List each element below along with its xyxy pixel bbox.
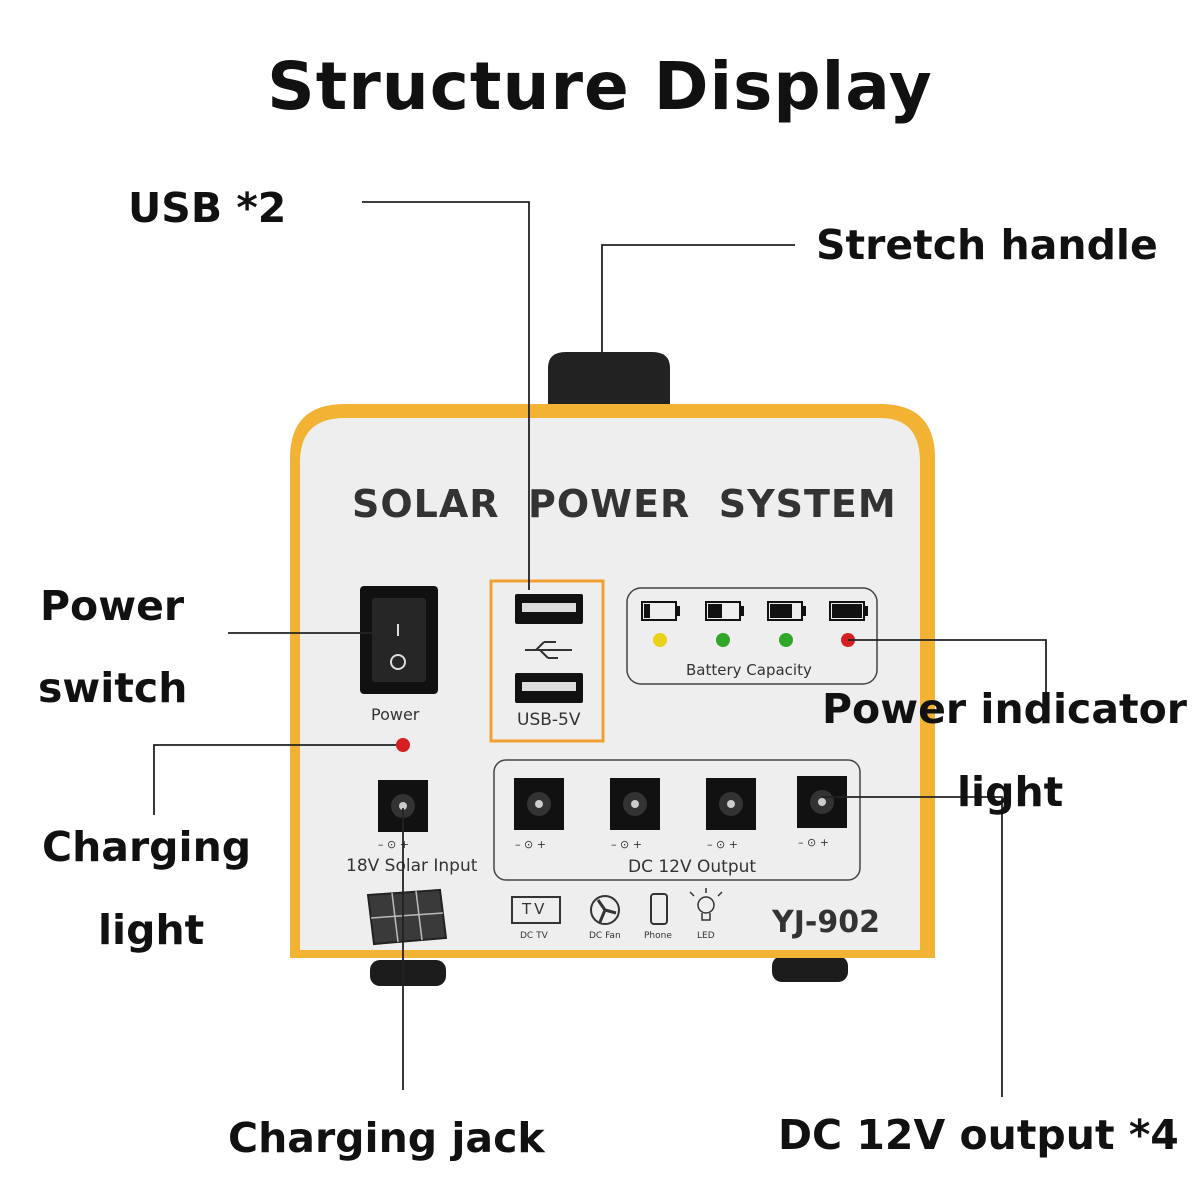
appliance-dc-tv: DC TV: [520, 931, 548, 941]
callout-charging-jack: Charging jack: [228, 1114, 545, 1162]
dc-jack-polarity-1: – ⊙ +: [515, 838, 546, 851]
callout-power-indicator-line1: Power indicator: [822, 685, 1187, 733]
charging-light-led: [396, 738, 410, 752]
front-panel: [300, 418, 920, 950]
leader-dc-output: [822, 796, 1003, 1097]
leader-usb: [362, 201, 530, 590]
dc-jack-polarity-2: – ⊙ +: [611, 838, 642, 851]
leader-charging-light: [153, 744, 396, 815]
tv-icon-glyph: TV: [522, 900, 548, 918]
callout-charging-light-line1: Charging: [42, 823, 252, 871]
dc-output-label: DC 12V Output: [628, 857, 757, 877]
device-brand: SOLAR POWER SYSTEM: [352, 482, 897, 526]
appliance-led: LED: [697, 931, 715, 941]
battery-icons: [641, 601, 868, 621]
dc-output-box: [493, 759, 861, 881]
power-label: Power: [371, 705, 420, 724]
usb-label: USB-5V: [517, 710, 581, 730]
usb-symbol-icon: [525, 641, 572, 659]
callout-power-switch-line2: switch: [38, 664, 188, 712]
callout-power-indicator-line2: light: [957, 768, 1064, 816]
page-title: Structure Display: [267, 48, 933, 125]
callout-usb: USB *2: [128, 184, 287, 232]
phone-icon: [650, 893, 668, 925]
leader-stretch-handle: [601, 244, 795, 352]
dc-jack-polarity-3: – ⊙ +: [707, 838, 738, 851]
appliance-phone: Phone: [644, 931, 672, 941]
battery-capacity-box: [626, 587, 878, 685]
callout-dc-output: DC 12V output *4: [778, 1111, 1179, 1159]
solar-input-polarity: – ⊙ +: [378, 838, 409, 851]
led-bulb-icon: [697, 896, 715, 914]
tv-icon: [511, 896, 561, 924]
dc-output-jacks: [514, 776, 847, 830]
left-foot: [370, 960, 446, 986]
callout-charging-light-line2: light: [98, 906, 205, 954]
dc-jack-polarity-4: – ⊙ +: [798, 836, 829, 849]
stretch-handle: [548, 352, 670, 405]
battery-led-2: [716, 633, 730, 647]
right-foot: [772, 956, 848, 982]
leader-power-indicator: [848, 639, 1047, 700]
usb-port-box: [489, 579, 605, 743]
appliance-dc-fan: DC Fan: [589, 931, 621, 941]
solar-input-label: 18V Solar Input: [346, 856, 478, 876]
model-number: YJ-902: [772, 905, 880, 940]
fan-icon: [590, 895, 620, 925]
callout-stretch-handle: Stretch handle: [816, 221, 1158, 269]
battery-capacity-label: Battery Capacity: [686, 661, 812, 679]
battery-led-1: [653, 633, 667, 647]
battery-led-3: [779, 633, 793, 647]
callout-power-switch-line1: Power: [40, 582, 185, 630]
